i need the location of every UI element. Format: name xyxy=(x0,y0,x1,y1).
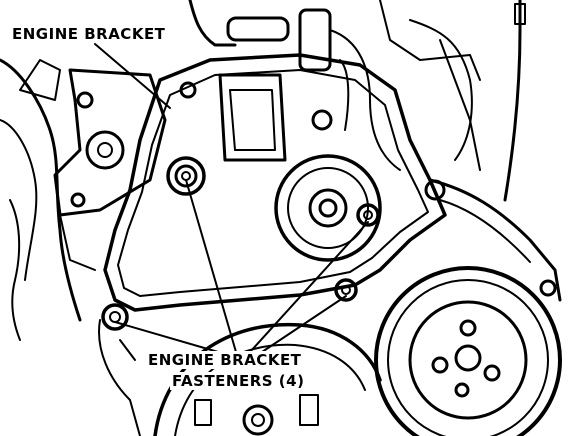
top-hoses xyxy=(188,0,526,202)
right-pulley xyxy=(374,266,562,436)
fasteners-label-line-2: FASTENERS (4) xyxy=(170,372,307,390)
idler-pulley xyxy=(274,154,382,262)
engine-block-left xyxy=(0,58,82,341)
fasteners-label-line-1: ENGINE BRACKET xyxy=(146,351,304,369)
left-mounting-plate xyxy=(53,68,167,271)
engine-bracket-label: ENGINE BRACKET xyxy=(10,25,168,43)
fastener-2 xyxy=(356,203,380,227)
fastener-1 xyxy=(166,156,206,196)
engine-bracket-plate xyxy=(103,53,447,312)
fastener-3 xyxy=(334,278,358,302)
right-bracket-arm xyxy=(428,178,562,302)
leader-lines xyxy=(94,43,369,355)
lower-left-detail xyxy=(98,319,141,436)
